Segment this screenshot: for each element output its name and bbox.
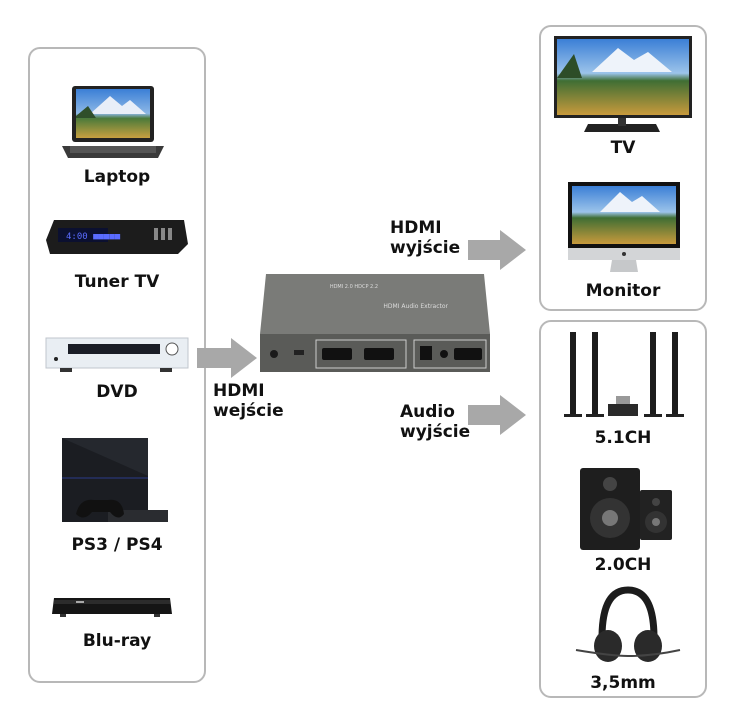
audio-output-label-line2: wyjście — [400, 422, 471, 442]
hdmi-output-arrow — [468, 230, 526, 270]
hdmi-input-arrow — [197, 338, 257, 378]
source-label-tuner-tv: Tuner TV — [74, 272, 160, 292]
output-label-tv: TV — [610, 138, 636, 158]
output-label-3-5mm: 3,5mm — [590, 673, 656, 693]
hdmi-output-label-line2: wyjście — [390, 238, 461, 258]
headphones-icon — [575, 586, 681, 662]
tv-tuner-icon: 4:00 ■■■■■ — [46, 220, 188, 254]
hdmi-audio-extractor-device: HDMI Audio Extractor HDMI 2.0 HDCP 2.2 — [260, 274, 490, 372]
monitor-icon — [568, 182, 680, 272]
svg-text:HDMI 2.0 HDCP 2.2: HDMI 2.0 HDCP 2.2 — [330, 284, 378, 290]
dvd-player-icon — [45, 337, 189, 372]
bluray-player-icon — [52, 598, 172, 617]
game-console-icon — [62, 438, 168, 522]
hdmi-output-label: HDMI wyjście — [390, 218, 460, 258]
source-label-laptop: Laptop — [83, 167, 151, 187]
source-label-ps: PS3 / PS4 — [71, 535, 163, 555]
source-label-dvd: DVD — [96, 382, 138, 402]
svg-text:4:00 ■■■■■: 4:00 ■■■■■ — [66, 232, 121, 242]
stereo-speakers-icon — [580, 468, 672, 550]
hdmi-input-label-line1: HDMI — [213, 381, 265, 401]
hdmi-output-label-line1: HDMI — [390, 218, 442, 238]
audio-output-arrow — [468, 395, 526, 435]
surround-speakers-icon — [564, 332, 684, 417]
hdmi-input-label: HDMI wejście — [213, 381, 284, 421]
output-label-2-0ch: 2.0CH — [594, 555, 652, 575]
audio-output-label-line1: Audio — [400, 402, 455, 422]
laptop-icon — [62, 86, 164, 158]
source-label-bluray: Blu-ray — [82, 631, 152, 651]
hdmi-input-label-line2: wejście — [213, 401, 284, 421]
output-label-5-1ch: 5.1CH — [594, 428, 652, 448]
output-label-monitor: Monitor — [585, 281, 661, 301]
svg-text:HDMI Audio Extractor: HDMI Audio Extractor — [383, 303, 448, 310]
tv-icon — [554, 36, 692, 132]
audio-output-label: Audio wyjście — [400, 402, 470, 442]
